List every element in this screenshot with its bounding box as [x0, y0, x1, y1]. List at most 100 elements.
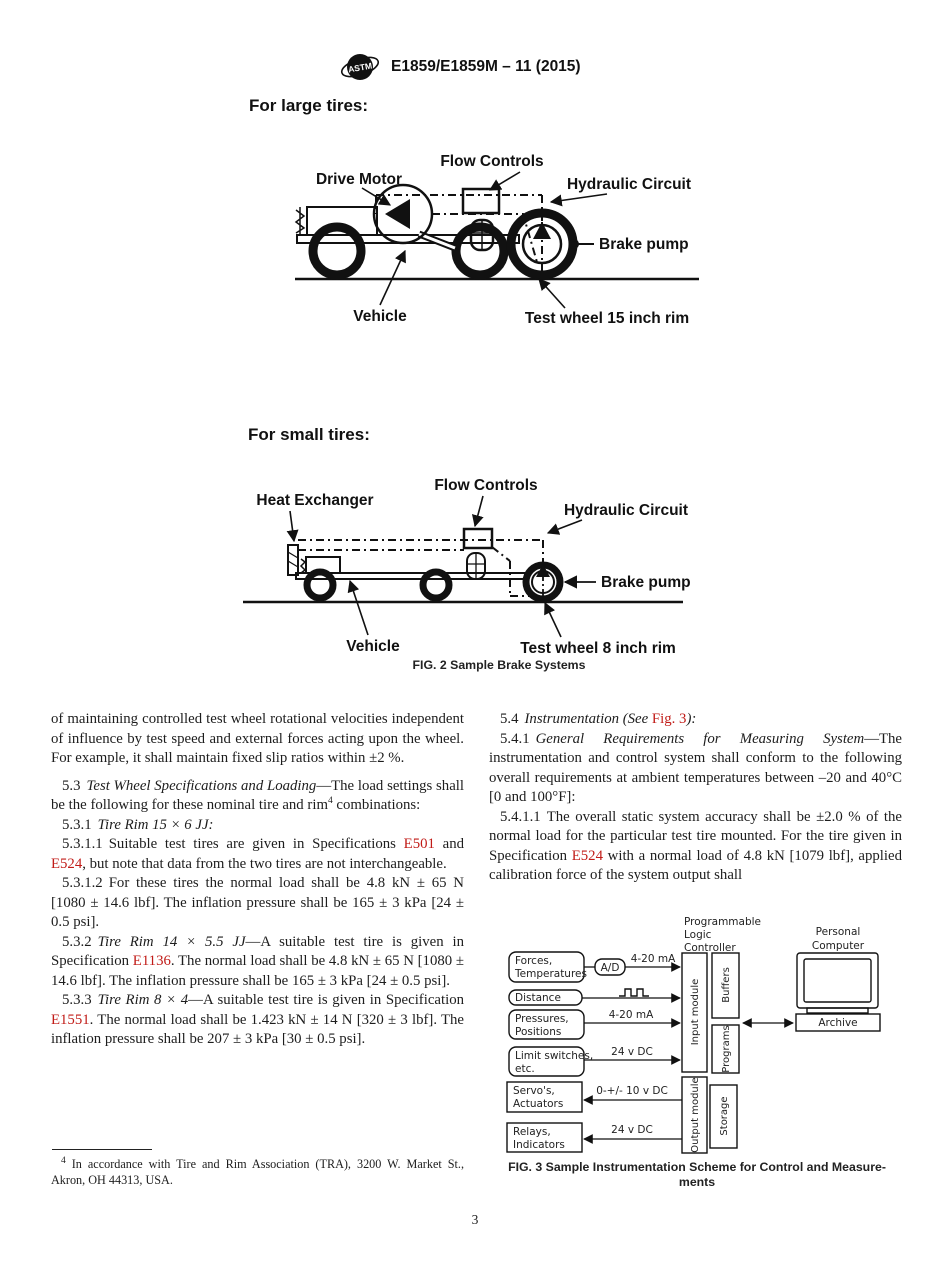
fig3-caption-line: ments	[678, 1175, 716, 1189]
section-text: The overall static system accuracy shall…	[489, 808, 902, 864]
forces-box-label: Forces,	[515, 955, 552, 967]
flow-controls-label: Flow Controls	[440, 153, 543, 170]
pressures-box-label: Positions	[515, 1026, 561, 1038]
footnote-rule	[52, 1149, 152, 1150]
astm-logo-icon: ASTM	[340, 54, 380, 80]
test-wheel-brake-pump	[506, 208, 594, 280]
accumulator-symbol	[469, 218, 495, 252]
fig2-caption: FIG. 2 Sample Brake Systems	[412, 658, 586, 672]
signal-label-limit: 24 v DC	[611, 1046, 653, 1058]
large-tires-heading: For large tires:	[249, 96, 369, 115]
pulse-waveform-icon	[619, 988, 649, 997]
personal-computer	[795, 952, 881, 1032]
limit-box-label: etc.	[515, 1063, 535, 1075]
section-text: —A suitable test tire is given in Specif…	[51, 933, 464, 970]
label-leader-arrows	[286, 495, 583, 638]
test-wheel-brake-pump	[522, 559, 596, 603]
left-column: of maintaining controlled test wheel rot…	[51, 710, 464, 1050]
brake-pump-label: Brake pump	[601, 574, 691, 591]
signal-arrows	[582, 962, 794, 1144]
section-title: General Requirements for Measuring Syste…	[535, 730, 865, 747]
section-title: Test Wheel Specifications and Loading	[86, 777, 317, 794]
fig3-caption-line: FIG. 3 Sample Instrumentation Scheme for…	[508, 1160, 886, 1174]
flow-controls-box	[462, 527, 494, 550]
test-wheel-label: Test wheel 15 inch rim	[525, 310, 689, 327]
section-number: 5.3.3	[62, 992, 92, 1008]
limit-box-label: Limit switches,	[515, 1050, 593, 1062]
plc-label: Controller	[684, 942, 736, 954]
section-number: 5.4.1.1	[500, 808, 541, 825]
flow-controls-label: Flow Controls	[434, 477, 537, 494]
vehicle-label: Vehicle	[353, 308, 407, 325]
rear-wheel	[419, 568, 453, 602]
pc-label: Computer	[812, 940, 865, 952]
section-number: 5.3.1.2	[62, 875, 103, 891]
large-tire-brake-diagram: Flow Controls Drive Motor Hydraulic Circ…	[294, 153, 699, 327]
hydraulic-circuit-label: Hydraulic Circuit	[567, 176, 691, 193]
accumulator-symbol	[466, 552, 486, 580]
section-text: For these tires the normal load shall be…	[51, 875, 464, 930]
test-wheel-label: Test wheel 8 inch rim	[520, 640, 676, 657]
standard-designation: E1859/E1859M – 11 (2015)	[391, 58, 581, 75]
section-text: Suitable test tires are given in Specifi…	[108, 836, 404, 852]
fig3-link[interactable]: Fig. 3	[651, 711, 687, 727]
servos-box-label: Servo's,	[513, 1085, 555, 1097]
section-text: —The instrumentation and control system …	[489, 730, 902, 806]
astm-logo-text: ASTM	[347, 60, 372, 74]
rear-wheel	[451, 222, 509, 280]
output-module-label: Output module	[690, 1077, 701, 1152]
section-text: —A suitable test tire is given in Specif…	[188, 992, 465, 1008]
plc-label: Programmable	[684, 916, 761, 928]
spec-link-e1136[interactable]: E1136	[132, 953, 171, 969]
section-number: 5.3.1.1	[62, 836, 103, 852]
vehicle-body	[294, 206, 699, 281]
section-text: . The normal load shall be 1.423 kN ± 14…	[51, 1011, 464, 1048]
signal-label-forces: 4-20 mA	[631, 953, 676, 965]
small-tires-heading: For small tires:	[248, 425, 370, 444]
footnote-marker: 4	[61, 1155, 66, 1166]
section-number: 5.4.1	[500, 730, 530, 747]
storage-label: Storage	[719, 1096, 730, 1135]
plc-label: Logic	[684, 929, 712, 941]
relays-box-label: Relays,	[513, 1126, 551, 1138]
fig3-caption: FIG. 3 Sample Instrumentation Scheme for…	[487, 1160, 907, 1190]
paragraph-5-3-1-1: 5.3.1.1 Suitable test tires are given in …	[51, 835, 464, 874]
vehicle-label: Vehicle	[346, 638, 400, 655]
ad-converter-label: A/D	[601, 962, 620, 974]
section-text: . The normal load shall be 4.8 kN ± 65 N…	[51, 953, 464, 989]
paragraph-5-3-1: 5.3.1 Tire Rim 15 × 6 JJ:	[51, 816, 464, 836]
front-wheel	[303, 568, 337, 602]
forces-box-label: Temperatures	[514, 968, 587, 980]
heat-exchanger-label: Heat Exchanger	[256, 492, 373, 509]
section-title: Tire Rim 14 × 5.5 JJ	[97, 933, 246, 950]
drive-motor-label: Drive Motor	[316, 171, 402, 188]
spec-link-e524[interactable]: E524	[571, 847, 603, 864]
section-number: 5.3.1	[62, 816, 92, 833]
section-title: ):	[686, 711, 697, 727]
drive-motor-symbol	[372, 183, 457, 252]
relays-box-label: Indicators	[513, 1139, 565, 1151]
section-text: and	[434, 836, 464, 852]
pc-label: Personal	[816, 926, 861, 938]
programs-label: Programs	[721, 1025, 732, 1072]
pressures-box-label: Pressures,	[515, 1013, 569, 1025]
spec-link-e1551[interactable]: E1551	[51, 1011, 90, 1028]
coupling	[299, 558, 307, 574]
spec-link-e524[interactable]: E524	[51, 855, 83, 872]
spec-link-e501[interactable]: E501	[403, 836, 435, 852]
footnote-ref[interactable]: 4	[327, 796, 333, 807]
signal-label-servos: 0-+/- 10 v DC	[596, 1085, 668, 1097]
front-wheel	[308, 222, 366, 280]
archive-label: Archive	[818, 1017, 857, 1029]
section-title: Tire Rim 15 × 6 JJ:	[97, 816, 214, 833]
footnote-text: In accordance with Tire and Rim Associat…	[51, 1157, 464, 1187]
section-text: —The load settings shall be the followin…	[51, 777, 464, 814]
section-number: 5.4	[500, 711, 519, 727]
flow-controls-box	[461, 187, 501, 215]
heat-exchanger-symbol	[287, 544, 299, 576]
